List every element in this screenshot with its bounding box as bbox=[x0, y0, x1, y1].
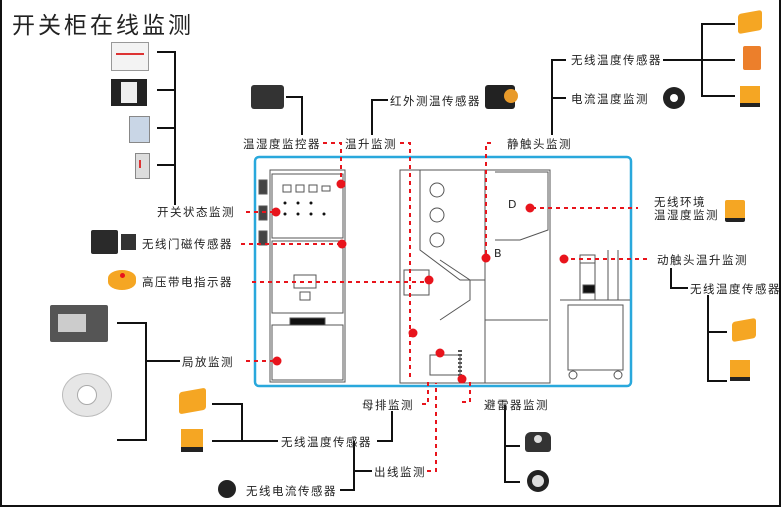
arrester-counter-icon bbox=[527, 470, 549, 492]
pd-monitor-icon bbox=[50, 305, 108, 342]
red-markers bbox=[271, 179, 569, 384]
red-leaders bbox=[241, 142, 648, 472]
label-env-th-line1: 无线环境 bbox=[654, 195, 706, 209]
bracket-th-controller bbox=[286, 96, 303, 135]
bracket-switch-status bbox=[157, 51, 176, 205]
wireless-current-sensor-icon bbox=[218, 480, 236, 498]
label-moving-contact: 动触头温升监测 bbox=[657, 253, 748, 267]
orange-cube-sensor-icon bbox=[732, 317, 756, 343]
door-sensor-magnet-icon bbox=[121, 234, 136, 250]
label-door-sensor: 无线门磁传感器 bbox=[142, 237, 233, 251]
label-temp-rise: 温升监测 bbox=[345, 137, 397, 151]
orange-black-sensor-icon bbox=[181, 429, 203, 452]
label-th-controller: 温湿度监控器 bbox=[243, 137, 321, 151]
label-wireless-temp-right: 无线温度传感器 bbox=[690, 282, 781, 296]
section-b-label: B bbox=[494, 247, 502, 260]
status-display-small-icon bbox=[129, 116, 150, 143]
label-arrester: 避雷器监测 bbox=[484, 398, 549, 412]
bracket-ir bbox=[371, 99, 388, 135]
label-static-contact: 静触头监测 bbox=[507, 137, 572, 151]
th-controller-icon bbox=[251, 85, 284, 109]
label-wireless-current: 无线电流传感器 bbox=[246, 484, 337, 498]
orange-black-sensor-icon bbox=[740, 86, 760, 107]
cabinet-outline bbox=[253, 155, 633, 388]
current-ring-sensor-icon bbox=[663, 87, 685, 109]
label-partial-discharge: 局放监测 bbox=[182, 355, 234, 369]
label-wireless-temp-bottom: 无线温度传感器 bbox=[281, 435, 372, 449]
status-display-slim-icon bbox=[135, 153, 150, 179]
pd-sensor-ring-icon bbox=[62, 373, 112, 417]
section-d-label: D bbox=[508, 198, 516, 211]
front-cabinet-drawing bbox=[258, 169, 346, 383]
label-busbar: 母排监测 bbox=[362, 398, 414, 412]
orange-cube-sensor-icon bbox=[738, 9, 762, 35]
bracket-top-right bbox=[551, 59, 566, 135]
label-current-temp: 电流温度监测 bbox=[571, 92, 649, 106]
status-display-icon bbox=[111, 42, 149, 71]
label-ir-sensor: 红外测温传感器 bbox=[390, 94, 481, 108]
label-outgoing-line: 出线监测 bbox=[374, 465, 426, 479]
door-sensor-panel-icon bbox=[91, 230, 118, 254]
label-env-th-line2: 温湿度监测 bbox=[654, 208, 719, 222]
label-hv-indicator: 高压带电指示器 bbox=[142, 275, 233, 289]
hv-indicator-icon bbox=[108, 270, 136, 290]
orange-black-sensor-icon bbox=[730, 360, 750, 381]
orange-qr-sensor-icon bbox=[743, 46, 761, 70]
truck-drawing bbox=[560, 250, 630, 380]
side-cabinet-drawing bbox=[399, 169, 551, 384]
status-display-dark-icon bbox=[111, 79, 147, 106]
label-wireless-temp-top: 无线温度传感器 bbox=[571, 53, 662, 67]
panel-dots bbox=[283, 201, 326, 216]
label-switch-status: 开关状态监测 bbox=[157, 205, 235, 219]
ir-sensor-icon bbox=[485, 85, 518, 109]
env-th-sensor-icon bbox=[725, 200, 745, 222]
page-title: 开关柜在线监测 bbox=[12, 13, 194, 39]
arrester-sensor-icon bbox=[525, 432, 551, 452]
